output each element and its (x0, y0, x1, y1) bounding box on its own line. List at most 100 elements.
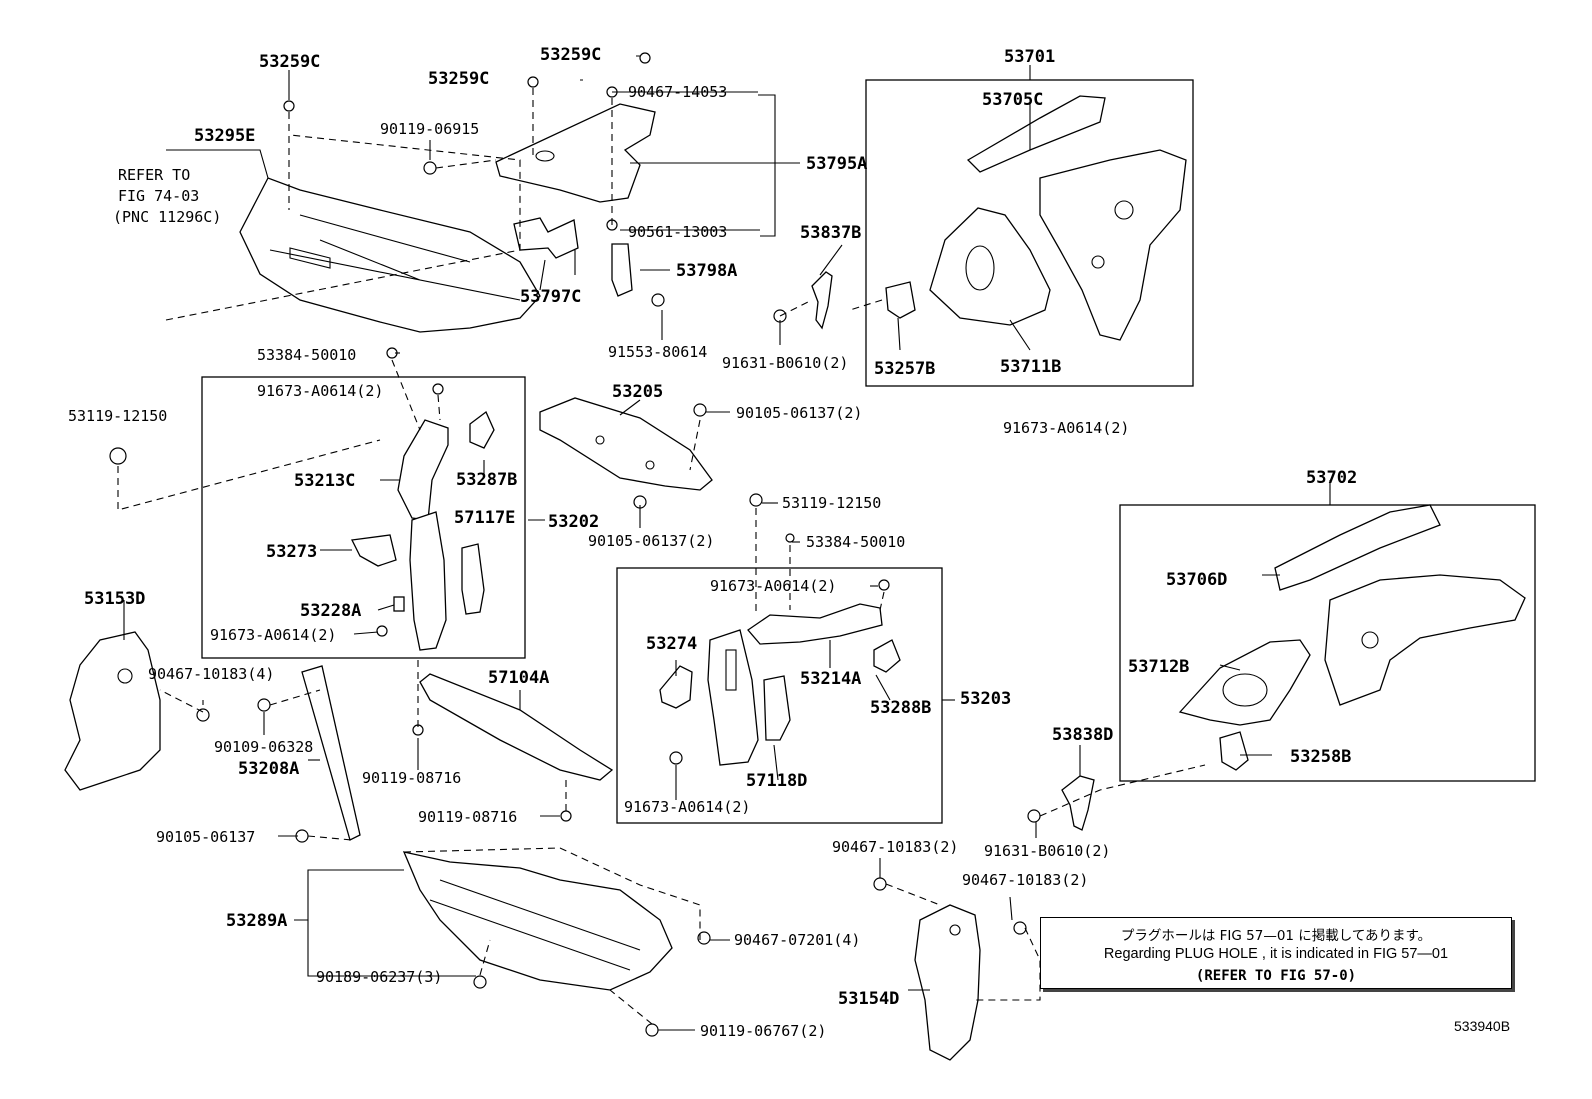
label-53288B: 53288B (870, 698, 931, 718)
label-91673-A0614: 91673-A0614(2) (257, 382, 383, 400)
label-53208A: 53208A (238, 759, 299, 779)
label-53274: 53274 (646, 634, 697, 654)
label-90105-06137: 90105-06137 (156, 828, 255, 846)
label-refer-to: REFER TO (118, 166, 190, 184)
label-53153D: 53153D (84, 589, 145, 609)
label-90467-10183: 90467-10183(2) (962, 871, 1088, 889)
part-53289A-undercover (402, 851, 673, 991)
label-90189-06237: 90189-06237(3) (316, 968, 442, 986)
part-53258B-bracket (1219, 731, 1249, 771)
label-90467-07201: 90467-07201(4) (734, 931, 860, 949)
part-53795A-bracket (495, 103, 656, 203)
note-english-text: Regarding PLUG HOLE , it is indicated in… (1103, 946, 1449, 962)
label-90119-06915: 90119-06915 (380, 120, 479, 138)
part-53838D-bracket (1061, 775, 1095, 831)
part-53274-bracket (659, 665, 693, 709)
label-91553-80614: 91553-80614 (608, 343, 707, 361)
part-53205-support (539, 397, 713, 491)
label-91673-A0614: 91673-A0614(2) (624, 798, 750, 816)
label-90561-13003: 90561-13003 (628, 223, 727, 241)
label-57118D: 57118D (746, 771, 807, 791)
label-53838D: 53838D (1052, 725, 1113, 745)
group-box-53702 (1119, 504, 1536, 782)
part-53798A-bracket (611, 243, 633, 297)
label-53259C: 53259C (540, 45, 601, 65)
label-53711B: 53711B (1000, 357, 1061, 377)
label-53384-50010: 53384-50010 (257, 346, 356, 364)
label-57104A: 57104A (488, 668, 549, 688)
label-90109-06328: 90109-06328 (214, 738, 313, 756)
label-53287B: 53287B (456, 470, 517, 490)
label-90467-10183: 90467-10183(2) (832, 838, 958, 856)
part-53154D-bracket (914, 904, 981, 1061)
label-53213C: 53213C (294, 471, 355, 491)
part-57118D-support (707, 629, 791, 766)
label-90119-08716: 90119-08716 (362, 769, 461, 787)
label-53701: 53701 (1004, 47, 1055, 67)
label-91631-B0610: 91631-B0610(2) (722, 354, 848, 372)
part-53706D-apron-upper (1274, 504, 1441, 591)
label-53797C: 53797C (520, 287, 581, 307)
group-box-53203 (616, 567, 943, 824)
label-90119-06767: 90119-06767(2) (700, 1022, 826, 1040)
label-91631-B0610: 91631-B0610(2) (984, 842, 1110, 860)
label-53205: 53205 (612, 382, 663, 402)
part-apron-53702 (1324, 574, 1526, 706)
part-57117E-support (409, 511, 485, 651)
part-53213C-bracket (397, 419, 449, 521)
label-90105-06137: 90105-06137(2) (588, 532, 714, 550)
label-53203: 53203 (960, 689, 1011, 709)
label-53384-50010: 53384-50010 (806, 533, 905, 551)
label-53119-12150: 53119-12150 (68, 407, 167, 425)
part-53287B-bracket (469, 410, 495, 449)
part-53705C-apron-upper (966, 95, 1187, 341)
part-53797C-bracket (513, 217, 579, 259)
label-53712B: 53712B (1128, 657, 1189, 677)
label-90105-06137: 90105-06137(2) (736, 404, 862, 422)
part-53711B-apron-panel (929, 207, 1051, 326)
dashed-assembly-lines (117, 88, 1206, 1025)
part-53712B-apron-panel (1178, 639, 1311, 726)
label-53119-12150: 53119-12150 (782, 494, 881, 512)
label-91673-A0614: 91673-A0614(2) (1003, 419, 1129, 437)
illustration-code: 533940B (1454, 1018, 1511, 1034)
note-refer-link[interactable]: (REFER TO FIG 57-0) (1195, 968, 1357, 984)
label-53273: 53273 (266, 542, 317, 562)
fastener-icons (109, 52, 1041, 1037)
label-53837B: 53837B (800, 223, 861, 243)
label-90467-10183: 90467-10183(4) (148, 665, 274, 683)
label-90119-08716: 90119-08716 (418, 808, 517, 826)
label-53705C: 53705C (982, 90, 1043, 110)
part-53208A-rod (301, 665, 361, 841)
note-japanese-text: プラグホールは FIG 57—01 に掲載してあります。 (1120, 928, 1432, 944)
part-53295E-cover (239, 177, 541, 333)
plug-hole-note: プラグホールは FIG 57—01 に掲載してあります。 Regarding P… (1040, 917, 1512, 989)
label-53259C: 53259C (428, 69, 489, 89)
label-53289A: 53289A (226, 911, 287, 931)
label-53706D: 53706D (1166, 570, 1227, 590)
label-57117E: 57117E (454, 508, 515, 528)
label-53259C: 53259C (259, 52, 320, 72)
label-90467-14053: 90467-14053 (628, 83, 727, 101)
label-53702: 53702 (1306, 468, 1357, 488)
label-53202: 53202 (548, 512, 599, 532)
part-57104A-support (419, 673, 614, 781)
part-53214A-bracket (747, 603, 883, 645)
label-53228A: 53228A (300, 601, 361, 621)
part-53837B-bracket (811, 271, 833, 330)
label-fig-74-03: FIG 74-03 (118, 187, 199, 205)
part-53288B-bracket (873, 639, 901, 673)
part-53153D-bracket (64, 631, 161, 791)
label-53258B: 53258B (1290, 747, 1351, 767)
part-labels: 53259C 53259C 53259C 90467-14053 53295E … (68, 45, 1357, 1040)
part-53228A-clip (393, 596, 405, 612)
label-53154D: 53154D (838, 989, 899, 1009)
label-53295E: 53295E (194, 126, 255, 146)
label-53214A: 53214A (800, 669, 861, 689)
part-53257B-bracket (885, 281, 916, 319)
label-53795A: 53795A (806, 154, 867, 174)
group-box-53202 (201, 376, 526, 659)
label-53798A: 53798A (676, 261, 737, 281)
